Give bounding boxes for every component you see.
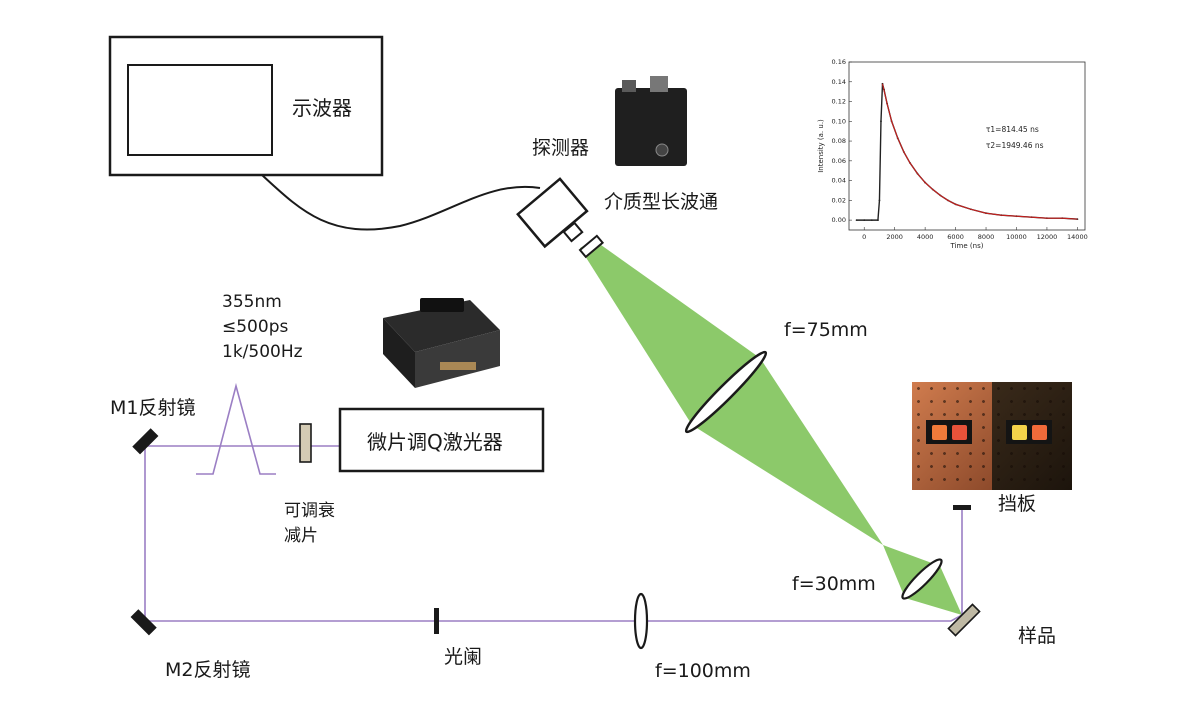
decay-chart: 0 2000 4000 6000 8000 10000 12000 14000 0.00 0.02… — [795, 52, 1095, 267]
attenuator-label-line2: 减片 — [284, 526, 318, 546]
laser-label: 微片调Q激光器 — [367, 430, 503, 454]
detector-label: 探测器 — [532, 137, 590, 159]
y-tick-label: 0.00 — [832, 216, 846, 224]
aperture-label: 光阑 — [444, 646, 483, 668]
lens-30mm — [901, 558, 943, 600]
x-tick-label: 12000 — [1037, 233, 1058, 241]
lens-75mm — [684, 350, 768, 434]
mirror-m2-label: M2反射镜 — [165, 659, 251, 681]
measured-point — [855, 219, 858, 222]
longpass-filter-label: 介质型长波通 — [604, 191, 719, 213]
sample-photo — [912, 382, 1072, 490]
fluorescence-cone-lower — [692, 358, 883, 545]
y-tick-label: 0.14 — [832, 78, 846, 86]
mirror-m1-label: M1反射镜 — [110, 397, 196, 419]
sample-label: 样品 — [1018, 625, 1057, 647]
oscilloscope-screen — [127, 64, 273, 156]
fluorescence-cone-upper — [580, 240, 760, 425]
excitation-beam-path — [144, 445, 963, 622]
aperture — [434, 608, 439, 634]
lens-100mm — [633, 592, 649, 650]
longpass-filter — [578, 234, 605, 259]
mirror-m1 — [132, 428, 159, 455]
oscilloscope-label: 示波器 — [292, 96, 352, 120]
laser-photo — [383, 298, 500, 388]
x-tick-label: 6000 — [947, 233, 964, 241]
lifetime-annotation: τ2=1949.46 ns — [986, 141, 1044, 150]
sample-holder — [947, 603, 981, 637]
y-tick-label: 0.08 — [832, 137, 846, 145]
lens-30mm-label: f=30mm — [792, 573, 876, 595]
mirror-m2 — [130, 609, 157, 636]
detector-photo — [615, 76, 687, 166]
laser-spec-rate: 1k/500Hz — [222, 342, 303, 362]
baffle-label: 挡板 — [998, 493, 1037, 515]
y-tick-label: 0.06 — [832, 157, 846, 165]
decay-chart-svg: 0 2000 4000 6000 8000 10000 12000 14000 0.00 0.02… — [817, 58, 1088, 250]
y-tick-label: 0.12 — [832, 98, 846, 106]
detector-nose — [562, 221, 584, 243]
y-tick-label: 0.10 — [832, 117, 846, 125]
x-tick-label: 4000 — [917, 233, 934, 241]
x-axis-label: Time (ns) — [950, 242, 984, 250]
measured-point — [880, 120, 882, 123]
measured-point — [878, 199, 881, 202]
x-tick-label: 2000 — [886, 233, 903, 241]
x-tick-label: 8000 — [978, 233, 995, 241]
y-tick-label: 0.02 — [832, 196, 846, 204]
laser-spec-pulse: ≤500ps — [222, 317, 289, 337]
laser-spec-wavelength: 355nm — [222, 292, 282, 312]
fit-decay-line — [881, 83, 1078, 220]
measured-point — [877, 219, 879, 222]
attenuator-label-line1: 可调衰 — [284, 501, 335, 521]
lifetime-annotation: τ1=814.45 ns — [986, 125, 1039, 134]
y-axis-label: Intensity (a. u.) — [817, 119, 825, 173]
measured-point — [870, 219, 873, 222]
x-tick-label: 0 — [862, 233, 866, 241]
baffle — [953, 505, 971, 510]
pulse-shape — [196, 382, 276, 475]
attenuator-plate — [299, 423, 312, 463]
lens-75mm-label: f=75mm — [784, 319, 868, 341]
measured-point — [863, 219, 866, 222]
signal-cable — [261, 174, 541, 231]
y-tick-label: 0.16 — [832, 58, 846, 66]
laser-box — [338, 407, 545, 473]
y-tick-label: 0.04 — [832, 177, 846, 185]
x-tick-label: 10000 — [1006, 233, 1027, 241]
detector-housing — [516, 177, 589, 249]
plot-frame — [848, 61, 1086, 231]
lens-100mm-label: f=100mm — [655, 660, 751, 682]
x-tick-label: 14000 — [1067, 233, 1088, 241]
